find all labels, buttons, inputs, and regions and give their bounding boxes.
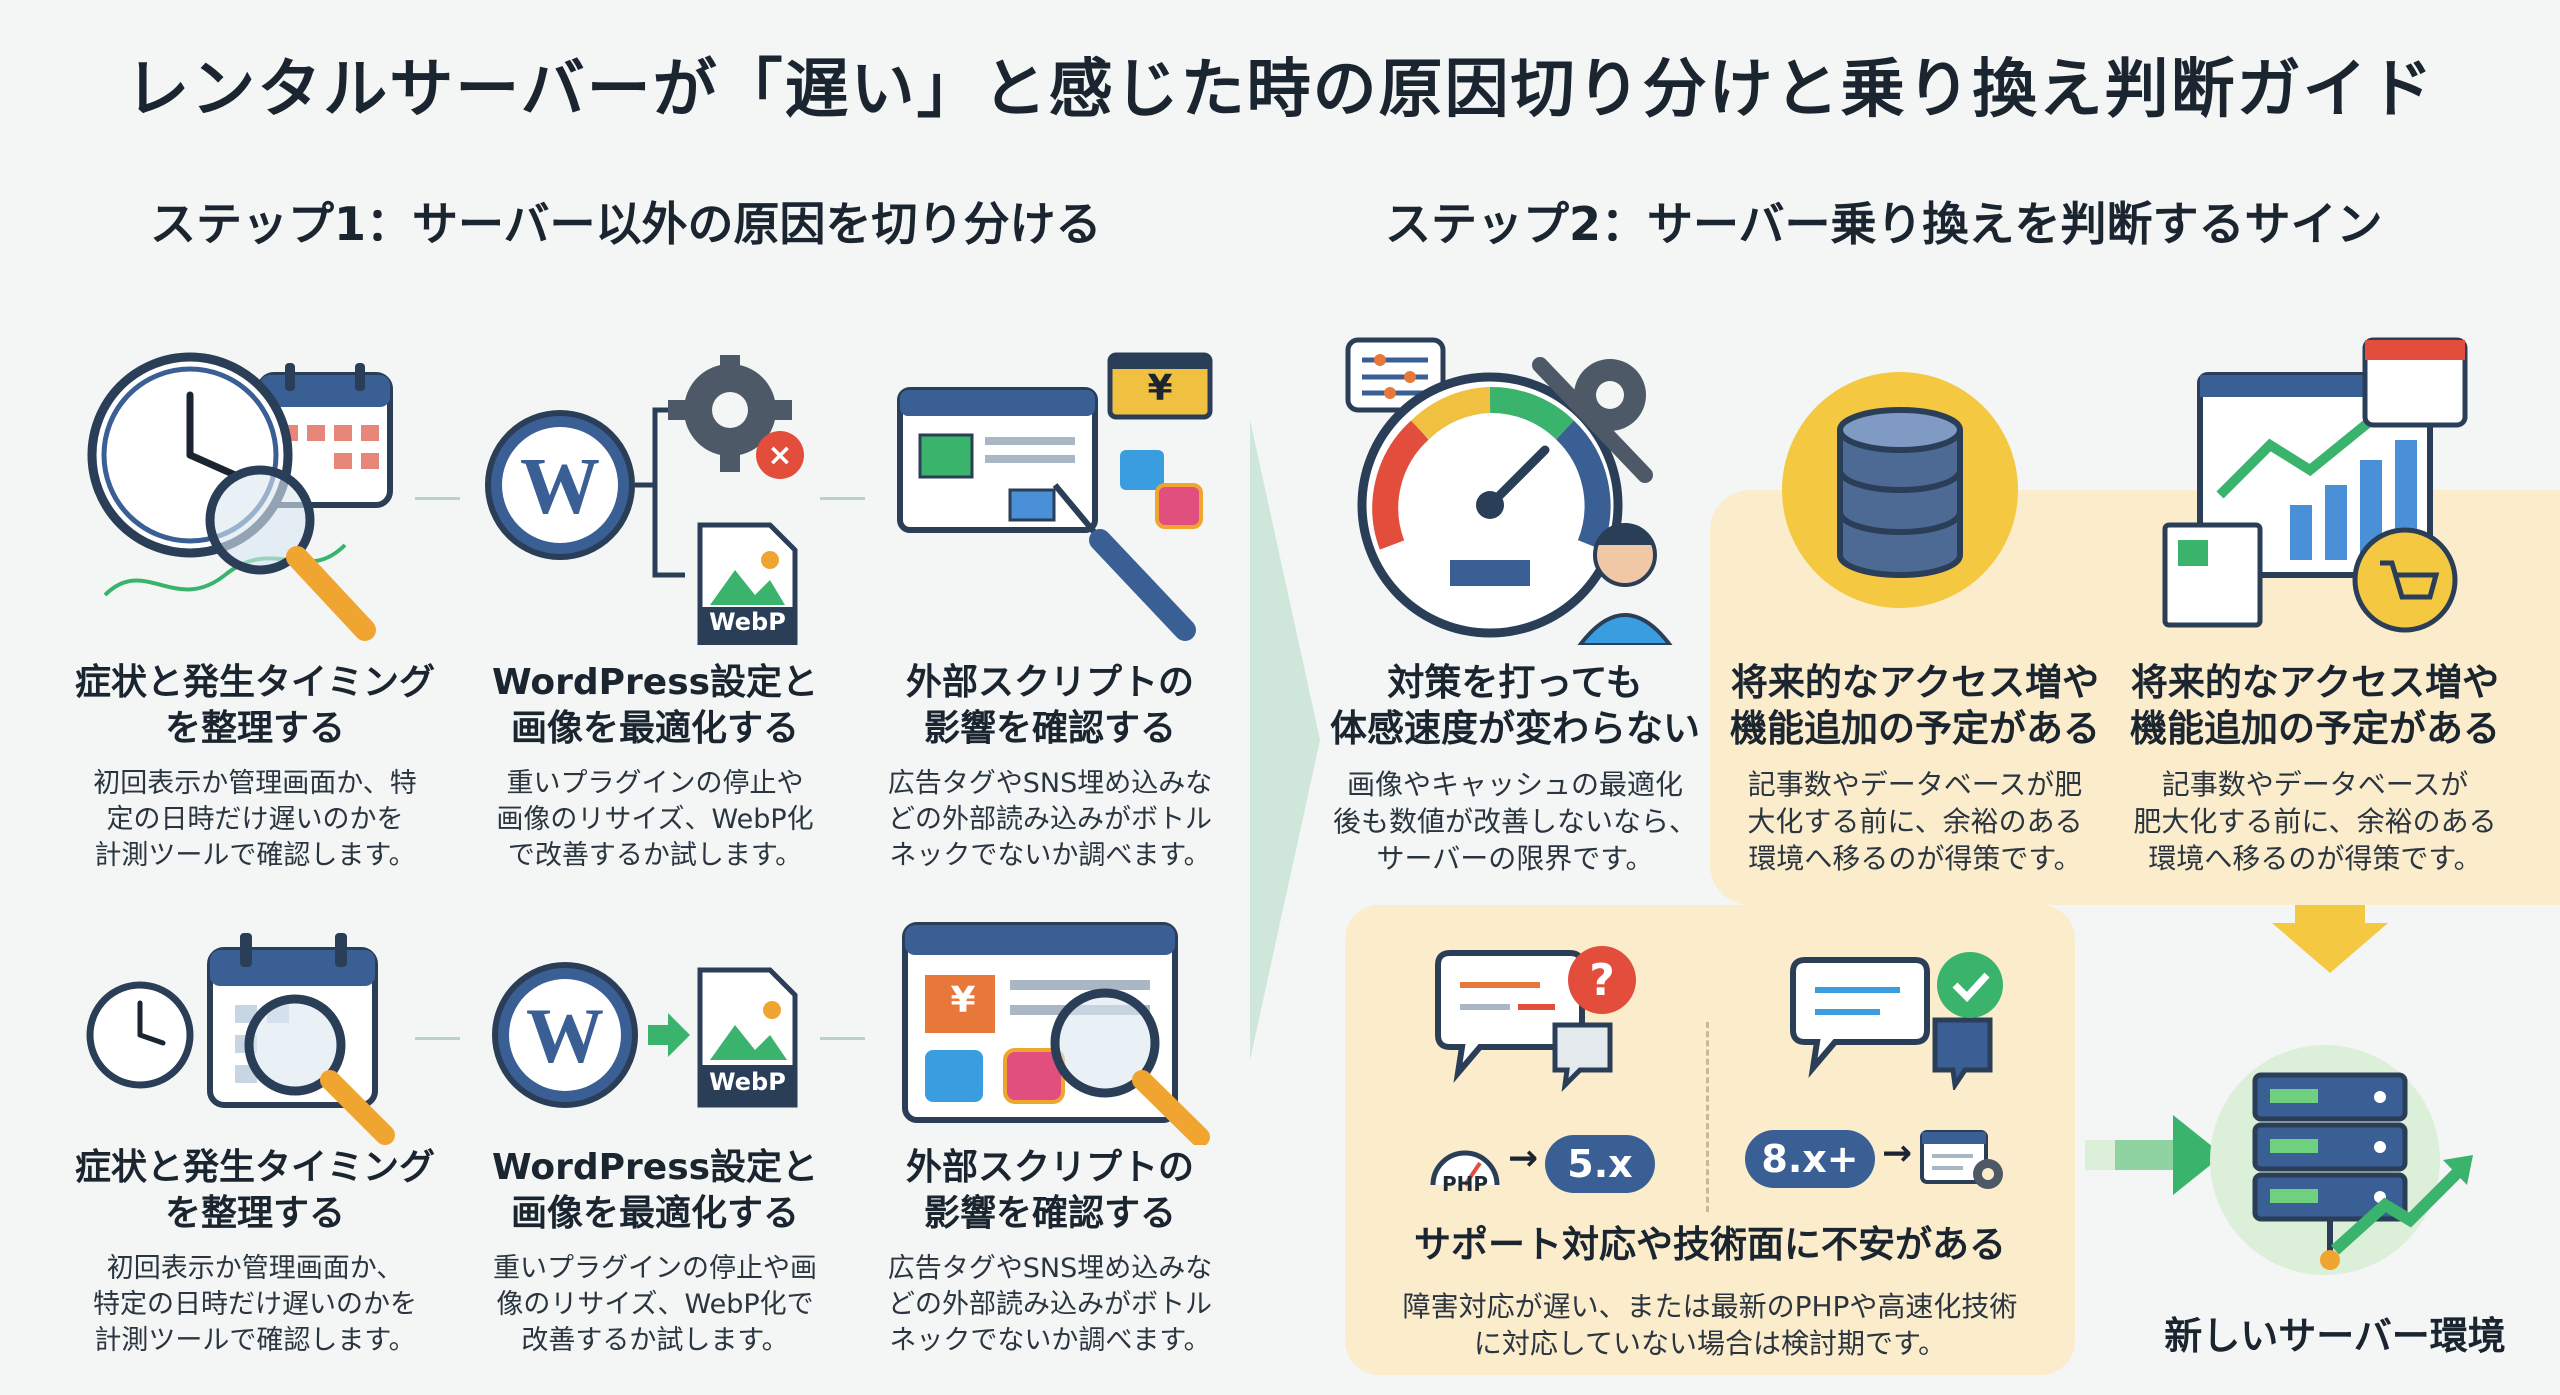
yen-badge: ¥	[950, 980, 976, 1021]
card-title: 症状と発生タイミングを整理する	[74, 662, 435, 749]
card-external-scripts: 外部スクリプトの影響を確認する 広告タグやSNS埋め込みなどの外部読み込みがボト…	[860, 1145, 1240, 1359]
sign-body: 障害対応が遅い、または最新のPHPや高速化技術に対応していない場合は検討期です。	[1402, 1290, 2018, 1360]
card-title: 症状と発生タイミングを整理する	[74, 1147, 435, 1234]
card-body: 初回表示か管理画面か、特定の日時だけ遅いのかを計測ツールで確認します。	[93, 1253, 417, 1356]
card-symptom-timing: 症状と発生タイミングを整理する 初回表示か管理画面か、特定の日時だけ遅いのかを計…	[65, 1145, 445, 1359]
card-title: 外部スクリプトの影響を確認する	[905, 662, 1194, 749]
card-title: WordPress設定と画像を最適化する	[491, 662, 819, 749]
step2-heading: ステップ2：サーバー乗り換えを判断するサイン	[1385, 197, 2383, 251]
webp-label: WebP	[709, 1068, 786, 1096]
arrow-icon: →	[1882, 1133, 1913, 1174]
browser-sns-screwdriver-icon	[895, 345, 1215, 645]
svg-text:×: ×	[767, 438, 792, 473]
wordpress-gear-webp-icon: W ×	[480, 355, 830, 645]
old-php-version: 5.x	[1545, 1135, 1655, 1193]
card-wordpress-image: WordPress設定と画像を最適化する 重いプラグインの停止や画像のリサイズ、…	[465, 1145, 845, 1359]
sign-title: 対策を打っても体感速度が変わらない	[1330, 661, 1700, 750]
svg-text:W: W	[526, 992, 604, 1079]
down-arrow-icon	[2272, 905, 2388, 973]
dashed-divider	[1706, 1022, 1712, 1212]
step-divider-arrow	[1250, 420, 1320, 1060]
connector	[820, 1037, 865, 1040]
sign-body: 記事数やデータベースが肥大化する前に、余裕のある環境へ移るのが得策です。	[1747, 768, 2083, 875]
sign-future-growth: 将来的なアクセス増や機能追加の予定がある 記事数やデータベースが肥大化する前に、…	[1725, 660, 2105, 877]
connector	[415, 1037, 460, 1040]
svg-text:W: W	[520, 443, 600, 531]
sign-body: 記事数やデータベースが肥大化する前に、余裕のある環境へ移るのが得策です。	[2133, 768, 2497, 875]
new-server-icon	[2185, 1045, 2475, 1295]
server-settings-icon	[1920, 1130, 2003, 1189]
card-body: 重いプラグインの停止や画像のリサイズ、WebP化で改善するか試します。	[496, 768, 814, 871]
sign-title: 将来的なアクセス増や機能追加の予定がある	[1730, 661, 2100, 750]
connector	[415, 497, 460, 500]
card-body: 重いプラグインの停止や画像のリサイズ、WebP化で改善するか試します。	[493, 1253, 817, 1356]
new-php-version: 8.x+	[1745, 1130, 1875, 1188]
card-body: 広告タグやSNS埋め込みなどの外部読み込みがボトルネックでないか調べます。	[887, 1253, 1213, 1356]
yen-badge: ¥	[1147, 368, 1173, 409]
sign-support-concern: サポート対応や技術面に不安がある 障害対応が遅い、または最新のPHPや高速化技術…	[1365, 1222, 2055, 1362]
sign-speed-unchanged: 対策を打っても体感速度が変わらない 画像やキャッシュの最適化後も数値が改善しない…	[1325, 660, 1705, 877]
clock-calendar-magnifier-icon	[85, 925, 405, 1145]
browser-sns-magnifier-icon	[900, 915, 1220, 1145]
sign-body: 画像やキャッシュの最適化後も数値が改善しないなら、サーバーの限界です。	[1332, 768, 1697, 875]
page-title: レンタルサーバーが「遅い」と感じた時の原因切り分けと乗り換え判断ガイド	[125, 53, 2435, 127]
step1-heading: ステップ1：サーバー以外の原因を切り分ける	[150, 197, 1102, 251]
webp-label: WebP	[709, 608, 786, 636]
wordpress-to-webp-icon: W	[490, 955, 810, 1125]
php-gauge-icon	[1430, 1150, 1500, 1187]
card-title: WordPress設定と画像を最適化する	[491, 1147, 819, 1234]
card-symptom-timing: 症状と発生タイミングを整理する 初回表示か管理画面か、特定の日時だけ遅いのかを計…	[65, 660, 445, 874]
right-arrow-icon	[2085, 1115, 2223, 1195]
sign-title: 将来的なアクセス増や機能追加の予定がある	[2130, 661, 2500, 750]
card-title: 外部スクリプトの影響を確認する	[905, 1147, 1194, 1234]
connector	[820, 497, 865, 500]
check-chat-icon	[1785, 950, 2015, 1090]
arrow-icon: →	[1508, 1138, 1539, 1179]
card-wordpress-image: WordPress設定と画像を最適化する 重いプラグインの停止や画像のリサイズ、…	[465, 660, 845, 874]
card-body: 広告タグやSNS埋め込みなどの外部読み込みがボトルネックでないか調べます。	[887, 768, 1213, 871]
svg-text:?: ?	[1589, 955, 1615, 1006]
sign-title: サポート対応や技術面に不安がある	[1414, 1223, 2006, 1266]
sign-future-growth: 将来的なアクセス増や機能追加の予定がある 記事数やデータベースが肥大化する前に、…	[2125, 660, 2505, 877]
speedometer-wrench-person-icon	[1340, 335, 1680, 645]
new-server-label: 新しいサーバー環境	[2164, 1314, 2506, 1358]
clock-calendar-magnifier-icon	[85, 345, 405, 645]
php-label: PHP	[1441, 1172, 1489, 1196]
card-body: 初回表示か管理画面か、特定の日時だけ遅いのかを計測ツールで確認します。	[93, 768, 417, 871]
database-icon	[1780, 370, 2020, 610]
card-external-scripts: 外部スクリプトの影響を確認する 広告タグやSNS埋め込みなどの外部読み込みがボト…	[860, 660, 1240, 874]
question-chat-icon: ?	[1430, 945, 1650, 1095]
growth-chart-cart-icon	[2160, 335, 2480, 635]
